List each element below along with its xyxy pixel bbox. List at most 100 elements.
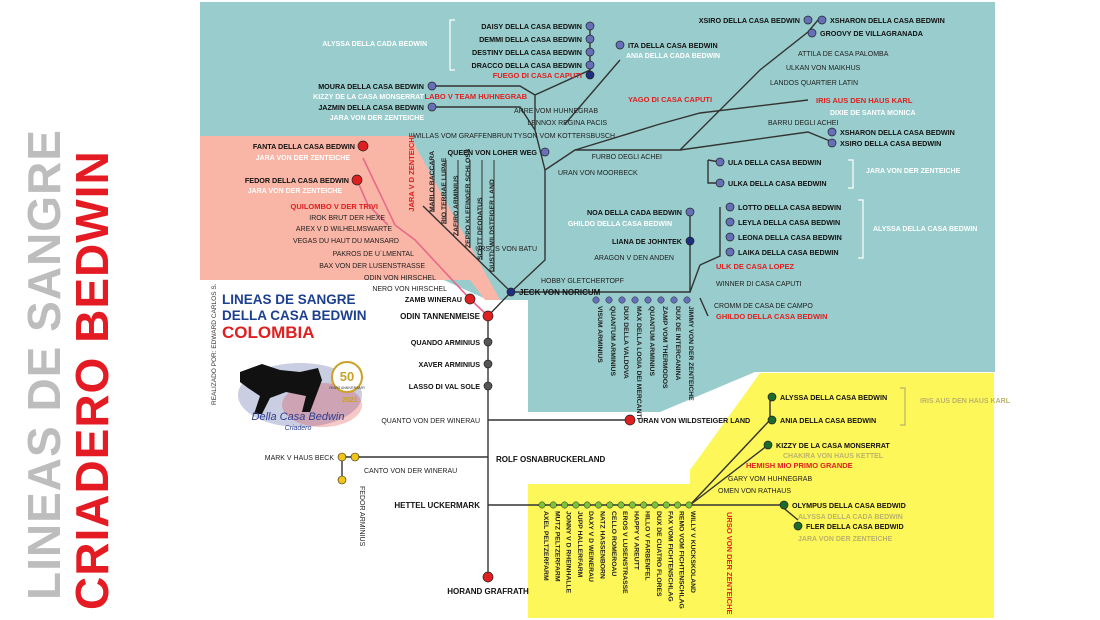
station-dot [337,475,347,485]
station-dot [572,501,580,509]
station-dot [483,381,493,391]
station-label: ARAGON V DEN ANDEN [594,255,674,262]
station-label: JAZMIN DELLA CASA BEDWIN [318,103,424,112]
station-label: URAN VON MOORBECK [558,170,638,177]
station-dot [540,147,550,157]
station-label: HETTEL UCKERMARK [394,501,480,510]
station-dot [662,501,670,509]
station-dot [464,293,476,305]
station-label: BAX VON DER LUSENSTRASSE [319,263,425,270]
vertical-station-label: ZEPPO KLEEINGER SCHLOSS [465,148,472,248]
station-dot [483,337,493,347]
station-dot [617,501,625,509]
station-dot [827,138,837,148]
station-dot [725,232,735,242]
vertical-station-label: HILLO V FARBENFEL [644,511,651,580]
station-label: IROK BRUT DER HEXE [309,215,385,222]
station-dot [606,501,614,509]
vertical-station-label: FAX VOM FICHTENSCHLAG [666,511,673,602]
station-label: DEMMI DELLA CASA BEDWIN [479,35,582,44]
station-dot [549,501,557,509]
station-dot [767,415,777,425]
station-label: LABO V TEAM HUHNEGRAB [425,92,528,101]
station-label: ULA DELLA CASA BEDWIN [728,158,821,167]
station-dot [651,501,659,509]
station-label: QUANTO VON DER WINERAU [381,418,480,425]
station-label: ALYSSA DELLA CASA BEDWIN [873,226,977,233]
stations-layer [337,15,837,583]
station-label: HEMISH MIO PRIMO GRANDE [746,461,853,470]
station-label: JARA V D ZENTEICHE [407,132,416,211]
station-dot [715,157,725,167]
station-dot [592,296,600,304]
station-dot [605,296,613,304]
station-dot [506,287,516,297]
station-label: CHAKIRA VON HAUS KETTEL [783,453,884,460]
station-dot [628,501,636,509]
side-title-grey: LINEAS DE SANGRE [18,129,70,600]
station-label: WINNER DI CASA CAPUTI [716,281,802,288]
station-label: BARRU DEGLI ACHEI [768,120,838,127]
station-dot [715,178,725,188]
station-label: HORAND GRAFRATH [447,587,529,596]
station-label: ATTILA DE CASA PALOMBA [798,51,889,58]
station-dot [725,247,735,257]
station-label: JARA VON DER ZENTEICHE [256,155,351,162]
station-label: VEGAS DU HAUT DU MANSARD [293,238,399,245]
station-label: LASSO DI VAL SOLE [409,382,480,391]
station-label: ANIA DELLA CADA BEDWIN [626,53,720,60]
yellow-region [528,373,994,618]
vertical-station-label: MUTZ PELTZERFARM [553,511,560,582]
station-label: DRACCO DELLA CASA BEDWIN [472,61,582,70]
vertical-station-label: HAPPY V AREUTT [632,511,639,571]
station-label: XSIRO DELLA CASA BEDWIN [699,16,800,25]
station-dot [685,207,695,217]
station-dot [685,236,695,246]
vertical-station-label: DUX DELLA VALDOVA [622,306,629,379]
vertical-station-label: ZAFIRO ARMINIUS [453,175,460,236]
station-dot [350,452,360,462]
station-label: KIZZY DE LA CASA MONSERRAT [776,441,890,450]
station-dot [631,296,639,304]
station-label: XSIRO DELLA CASA BEDWIN [840,139,941,148]
station-label: FANTA DELLA CASA BEDWIN [253,142,355,151]
station-label: GROOVY DE VILLAGRANADA [820,29,923,38]
station-dot [585,70,595,80]
station-label: FLER DELLA CASA BEDWID [806,522,904,531]
vertical-station-label: RIO TERRAE LUPAE [441,157,448,224]
station-label: DESTINY DELLA CASA BEDWIN [472,48,582,57]
station-label: QUANDO ARMINIUS [411,338,480,347]
station-dot [585,21,595,31]
station-label: PAKROS DE U´LMENTAL [333,251,415,258]
station-dot [561,501,569,509]
station-label: DAISY DELLA CASA BEDWIN [481,22,582,31]
station-label: ODIN TANNENMEISE [400,312,481,321]
pink-region [200,136,500,300]
vertical-station-label: ZAMP VOM THERMODOS [661,306,668,389]
badge-number: 50 [340,369,354,384]
logo-block: LINEAS DE SANGRE DELLA CASA BEDWIN COLOM… [211,283,367,432]
station-dot [827,127,837,137]
logo-title-2: DELLA CASA BEDWIN [222,308,367,323]
station-label: LAIKA DELLA CASA BEDWIN [738,248,839,257]
brackets [449,19,906,426]
station-label: ALYSSA DELLA CADA BEDWIN [798,514,903,521]
station-label: CANTO VON DER WINERAU [364,468,457,475]
station-label: MARK V HAUS BECK [265,455,335,462]
station-dot [427,102,437,112]
logo-credit: REALIZADO POR: EDWARD CARLOS S. [211,283,218,405]
station-label: FURBO DEGLI ACHEI [592,154,662,161]
station-dot [585,47,595,57]
vertical-station-label: VISUM ARMINIUS [596,306,603,363]
station-label: ARRE VOM HUHNEGRAB [514,108,598,115]
anniversary-badge-icon [331,361,363,393]
station-dot [618,296,626,304]
station-dot [624,414,636,426]
station-label: ULKA DELLA CASA BEDWIN [728,179,827,188]
vertical-station-label: JIMMY VON DER ZENTEICHE [687,306,694,401]
station-label: XSHARON DELLA CASA BEDWIN [830,16,945,25]
vertical-station-label: JUPP HALLERFARM [576,511,583,578]
station-label: IRIS AUS DEN HAUS KARL [816,96,913,105]
station-dot [583,501,591,509]
